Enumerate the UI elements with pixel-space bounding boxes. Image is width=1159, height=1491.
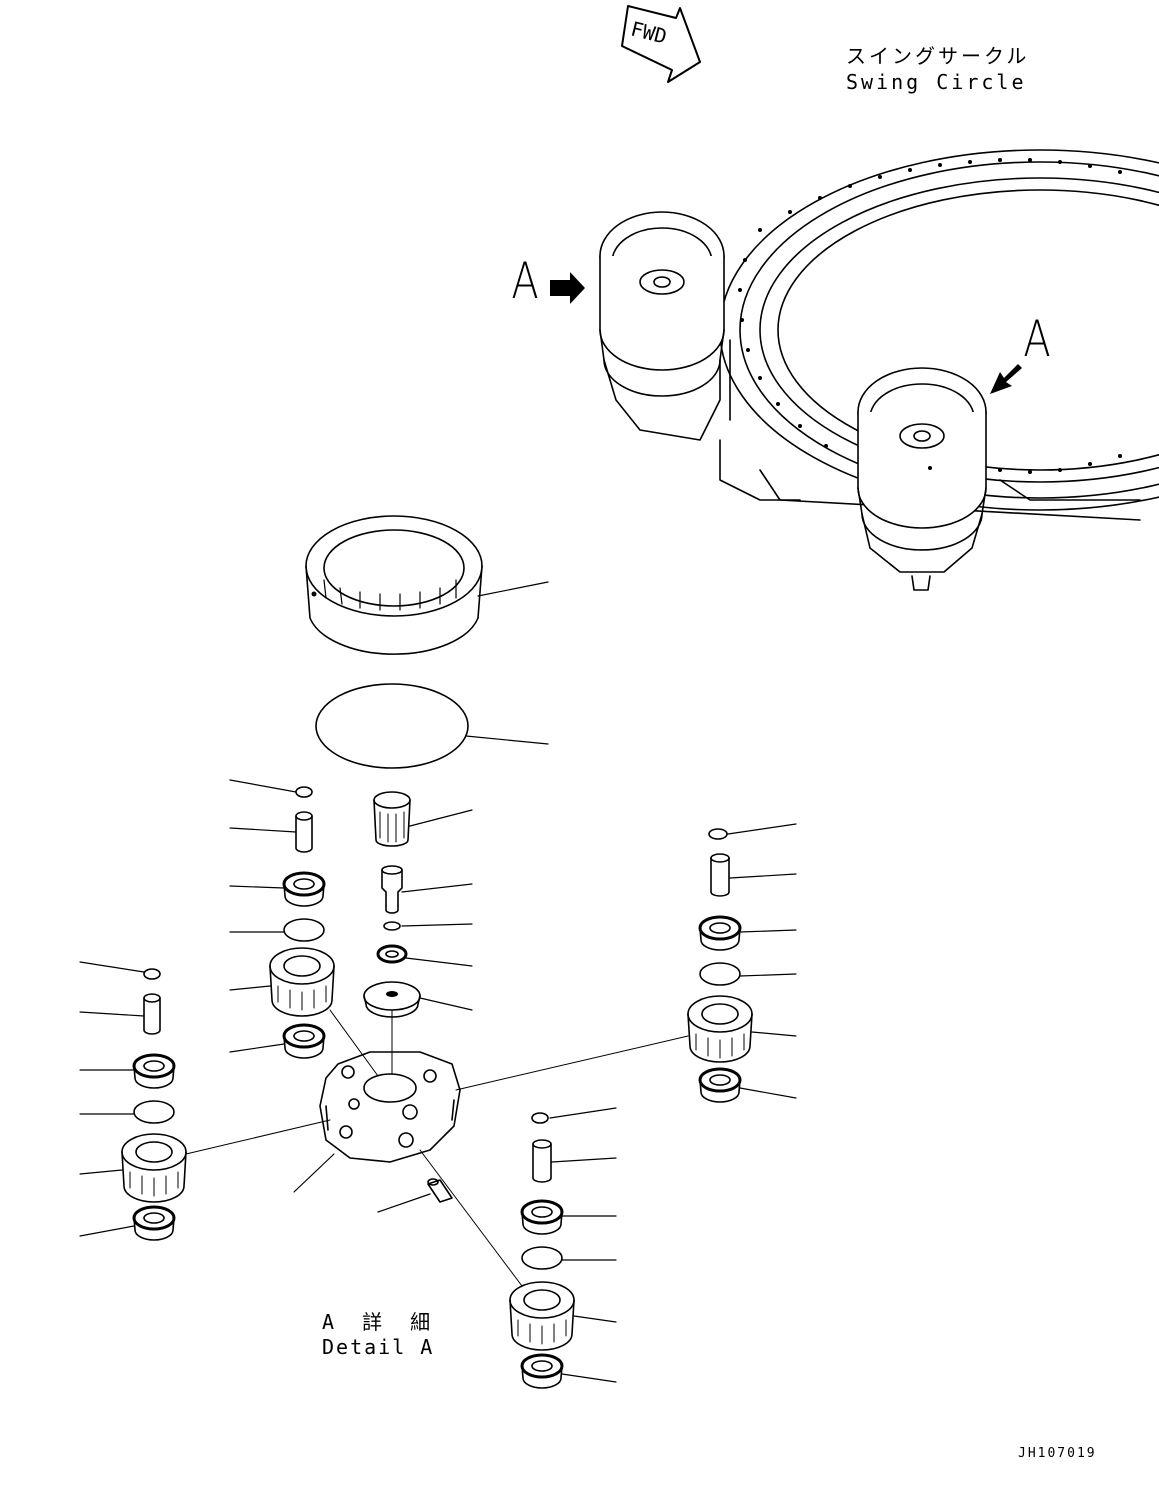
bearing	[282, 1023, 326, 1059]
leader-line	[549, 1107, 617, 1119]
leader-line	[751, 1031, 797, 1037]
planet-gear	[121, 1133, 187, 1203]
bearing	[698, 915, 742, 951]
spacer-ring	[133, 1100, 175, 1124]
leader-line	[293, 1153, 335, 1193]
spacer-ring	[521, 1246, 563, 1270]
leader-line	[401, 883, 473, 893]
spacer-ring	[699, 962, 741, 986]
swing-circle	[719, 149, 1159, 521]
washer-small	[383, 921, 401, 931]
bearing	[132, 1053, 176, 1089]
leader-line	[229, 885, 285, 889]
socket-bolt	[381, 865, 403, 914]
planet-pin	[710, 853, 730, 897]
leader-line	[729, 873, 797, 879]
leader-line	[79, 961, 145, 973]
leader-line	[477, 581, 549, 597]
swing-circle-bolt-holes	[738, 158, 1122, 474]
view-marker-a: A	[511, 252, 539, 310]
planet-gear	[509, 1281, 575, 1351]
leader-line	[465, 735, 549, 745]
planet-pin	[143, 993, 161, 1035]
fwd-label: FWD	[628, 17, 669, 49]
leader-line	[79, 1225, 135, 1237]
detail-a-label-en: Detail A	[322, 1335, 435, 1359]
leader-line	[409, 809, 473, 827]
leader-line	[561, 1373, 617, 1383]
bearing	[520, 1353, 564, 1389]
bearing	[282, 871, 326, 907]
swing-circle-label-en: Swing Circle	[846, 70, 1027, 94]
leader-line	[229, 827, 297, 833]
leader-line	[401, 923, 473, 927]
dowel-pin	[427, 1178, 453, 1203]
washer	[376, 944, 408, 964]
leader-line	[79, 1169, 123, 1175]
leader-line	[229, 779, 297, 793]
leader-line	[377, 1193, 431, 1213]
leader-line	[79, 1011, 145, 1017]
view-a-arrow-icon	[990, 364, 1022, 394]
planet-pin	[532, 1139, 552, 1183]
spline-shaft	[373, 791, 411, 847]
o-ring-large	[315, 683, 469, 769]
leader-line	[739, 973, 797, 977]
ring-gear	[305, 515, 483, 655]
snap-ring	[143, 968, 161, 980]
snap-ring	[295, 786, 313, 798]
bearing	[698, 1067, 742, 1103]
leader-line	[727, 823, 797, 835]
fwd-arrow-icon: FWD	[621, 5, 701, 83]
swing-drive-unit-2	[857, 367, 987, 591]
planet-gear	[687, 995, 753, 1063]
leader-line	[405, 957, 473, 967]
snap-ring	[531, 1112, 549, 1124]
swing-circle-label-jp: スイングサークル	[846, 44, 1030, 68]
drawing-number: JH107019	[1018, 1446, 1097, 1461]
bearing	[520, 1199, 564, 1235]
leader-line	[739, 929, 797, 933]
planet-pin	[295, 811, 313, 853]
leader-line	[329, 1009, 379, 1077]
planet-gear	[269, 947, 335, 1017]
spacer-ring	[283, 918, 325, 942]
leader-line	[551, 1157, 617, 1163]
snap-ring	[708, 828, 728, 840]
detail-a-label-jp: A 詳 細	[322, 1310, 439, 1334]
view-a-arrow-icon	[550, 272, 585, 304]
leader-line	[229, 985, 271, 991]
leader-line	[185, 1119, 331, 1155]
view-marker-a: A	[1023, 310, 1051, 368]
planet-carrier	[319, 1051, 461, 1163]
leader-line	[573, 1315, 617, 1323]
leader-line	[739, 1087, 797, 1099]
leader-line	[229, 1043, 285, 1053]
leader-line	[419, 997, 473, 1011]
leader-line	[419, 1149, 523, 1287]
swing-drive-unit-1	[599, 211, 725, 441]
bearing	[132, 1205, 176, 1241]
leader-line	[455, 1035, 689, 1091]
